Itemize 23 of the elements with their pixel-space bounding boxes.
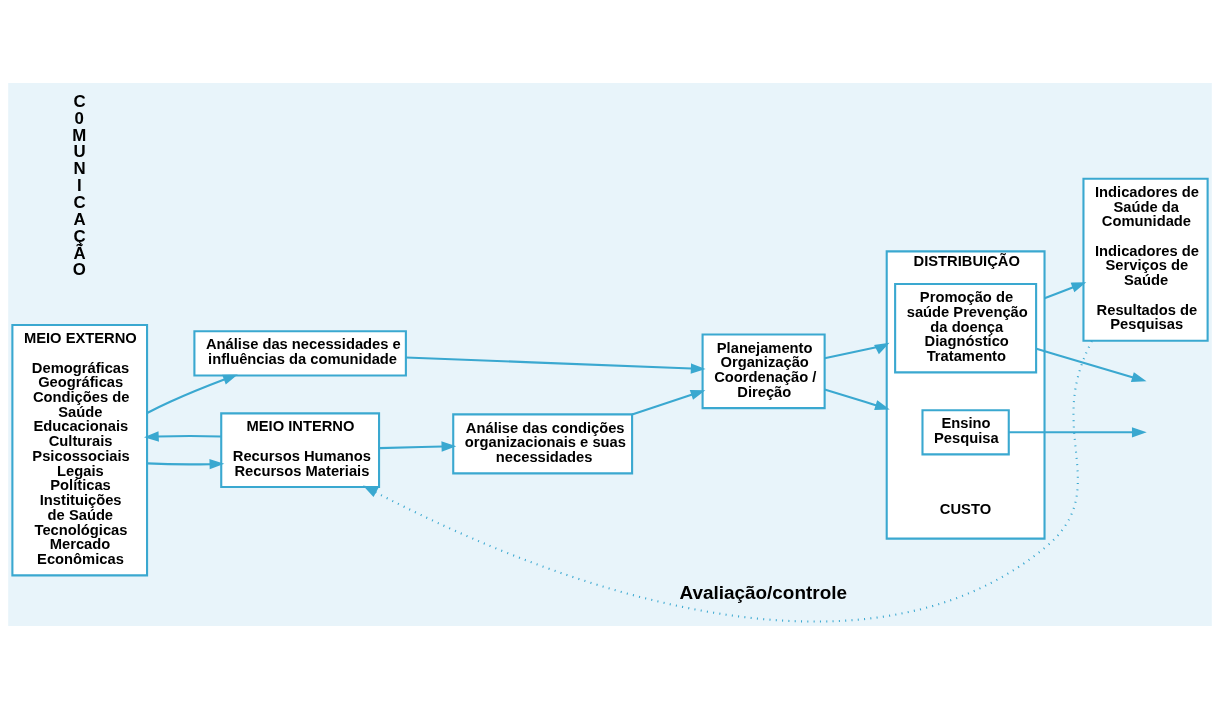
arrow — [1044, 281, 1087, 299]
arrow — [144, 430, 222, 442]
node-label: CUSTO — [939, 500, 992, 517]
node-box: Análise das condições organizacionais e suas necessidades — [452, 412, 634, 474]
node-box: Ensino Pesquisa — [921, 408, 1010, 455]
arrow — [146, 373, 238, 414]
edge-label: Avaliação/controle — [679, 581, 847, 603]
arrow — [147, 458, 225, 469]
node-box: Indicadores de Saúde da Comunidade Indicadores de Serviços de Saúde Resultados de Pesquisas — [1082, 177, 1209, 342]
arrow — [362, 340, 1093, 622]
node-box: MEIO EXTERNO Demográficas Geográficas Condições de Saúde Educacionais Culturais Psicossociais Legais Políticas Instituições de Saúde Tecnológicas Mercado Econômicas — [11, 323, 149, 576]
node-box: Promoção de saúde Prevenção da doença Diagnóstico Tratamento — [894, 282, 1038, 373]
arrow — [1008, 426, 1147, 437]
arrow — [1036, 347, 1147, 382]
node-box: Análise das necessidades e influências da comunidade — [193, 329, 407, 377]
node-box: MEIO INTERNO Recursos Humanos Recursos Materiais — [220, 411, 381, 488]
arrow — [379, 440, 457, 452]
label: C0MUNICAÇÃO — [72, 91, 87, 279]
arrow — [824, 388, 890, 410]
arrow — [631, 389, 706, 416]
arrow — [824, 342, 890, 359]
arrow — [405, 355, 706, 374]
node-box: Planejamento Organização Coordenação / Direção — [701, 332, 826, 409]
